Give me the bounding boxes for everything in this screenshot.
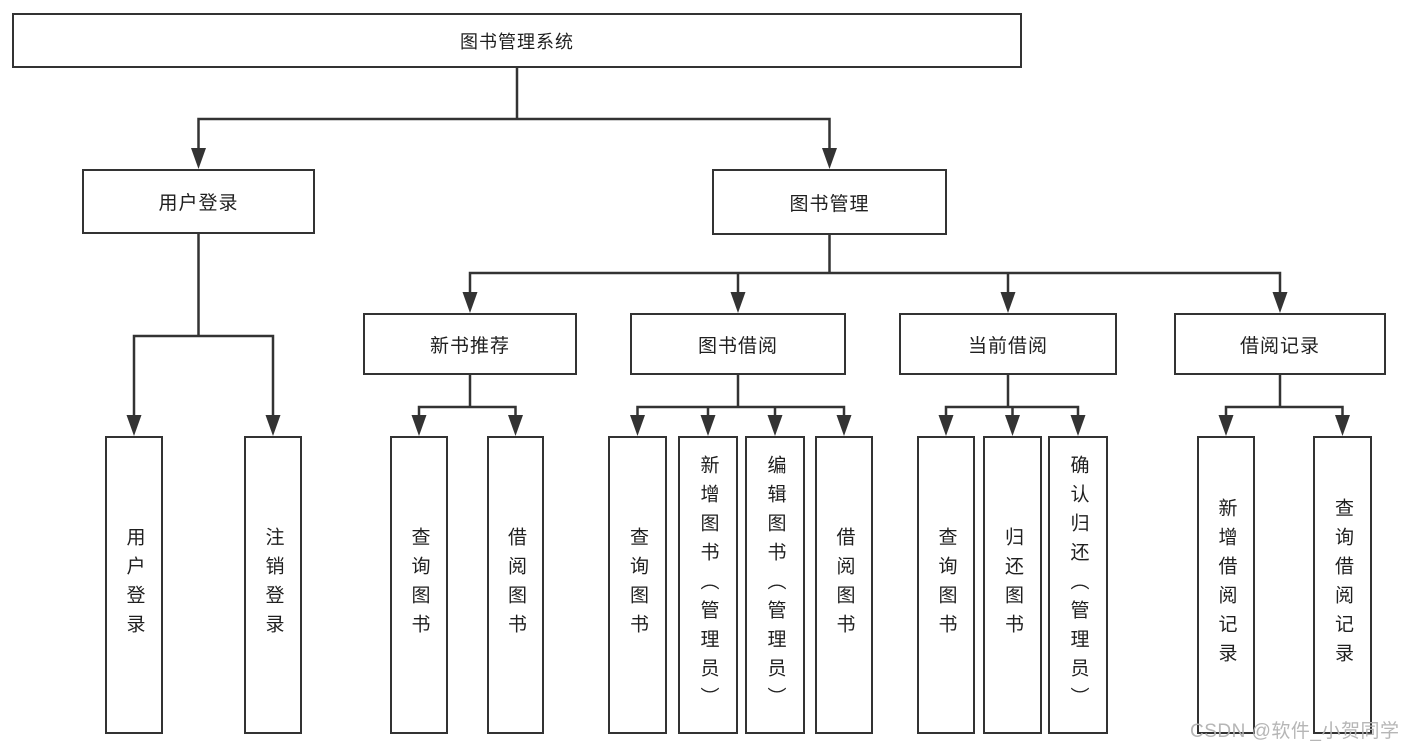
arrowheads: [126, 148, 1350, 436]
node-book-management: 图书管理: [712, 169, 947, 235]
leaf-confirm-return-admin: 确认归还（管理员）: [1048, 436, 1108, 734]
leaf-query-books-borrowing: 查询图书: [608, 436, 667, 734]
leaf-logout: 注销登录: [244, 436, 302, 734]
leaf-user-login: 用户登录: [105, 436, 163, 734]
node-user-login: 用户登录: [82, 169, 315, 234]
leaf-add-books-admin-label: 新增图书（管理员）: [697, 454, 719, 716]
node-library-management-system: 图书管理系统: [12, 13, 1022, 68]
leaf-query-books-recommendation-label: 查询图书: [408, 527, 430, 643]
leaf-edit-books-admin: 编辑图书（管理员）: [745, 436, 805, 734]
leaf-query-books-borrowing-label: 查询图书: [627, 527, 648, 643]
leaf-borrow-books-recommendation-label: 借阅图书: [505, 527, 526, 643]
node-book-borrowing: 图书借阅: [630, 313, 846, 375]
leaf-return-books-label: 归还图书: [1002, 527, 1023, 643]
leaf-borrow-books: 借阅图书: [815, 436, 873, 734]
leaf-return-books: 归还图书: [983, 436, 1042, 734]
leaf-edit-books-admin-label: 编辑图书（管理员）: [764, 454, 786, 716]
csdn-watermark: CSDN @软件_小贺同学: [1190, 721, 1400, 742]
leaf-query-books-current: 查询图书: [917, 436, 975, 734]
leaf-add-borrow-record-label: 新增借阅记录: [1215, 498, 1237, 672]
leaf-confirm-return-admin-label: 确认归还（管理员）: [1067, 454, 1089, 716]
node-new-book-recommendation: 新书推荐: [363, 313, 577, 375]
leaf-add-borrow-record: 新增借阅记录: [1197, 436, 1255, 734]
leaf-query-books-recommendation: 查询图书: [390, 436, 448, 734]
leaf-query-borrow-record: 查询借阅记录: [1313, 436, 1372, 734]
leaf-borrow-books-recommendation: 借阅图书: [487, 436, 544, 734]
leaf-query-books-current-label: 查询图书: [935, 527, 957, 643]
leaf-query-borrow-record-label: 查询借阅记录: [1332, 498, 1353, 672]
leaf-user-login-label: 用户登录: [123, 527, 145, 643]
leaf-borrow-books-label: 借阅图书: [833, 527, 855, 643]
leaf-logout-label: 注销登录: [262, 527, 284, 643]
node-current-borrowing: 当前借阅: [899, 313, 1117, 375]
leaf-add-books-admin: 新增图书（管理员）: [678, 436, 738, 734]
node-borrowing-records: 借阅记录: [1174, 313, 1386, 375]
